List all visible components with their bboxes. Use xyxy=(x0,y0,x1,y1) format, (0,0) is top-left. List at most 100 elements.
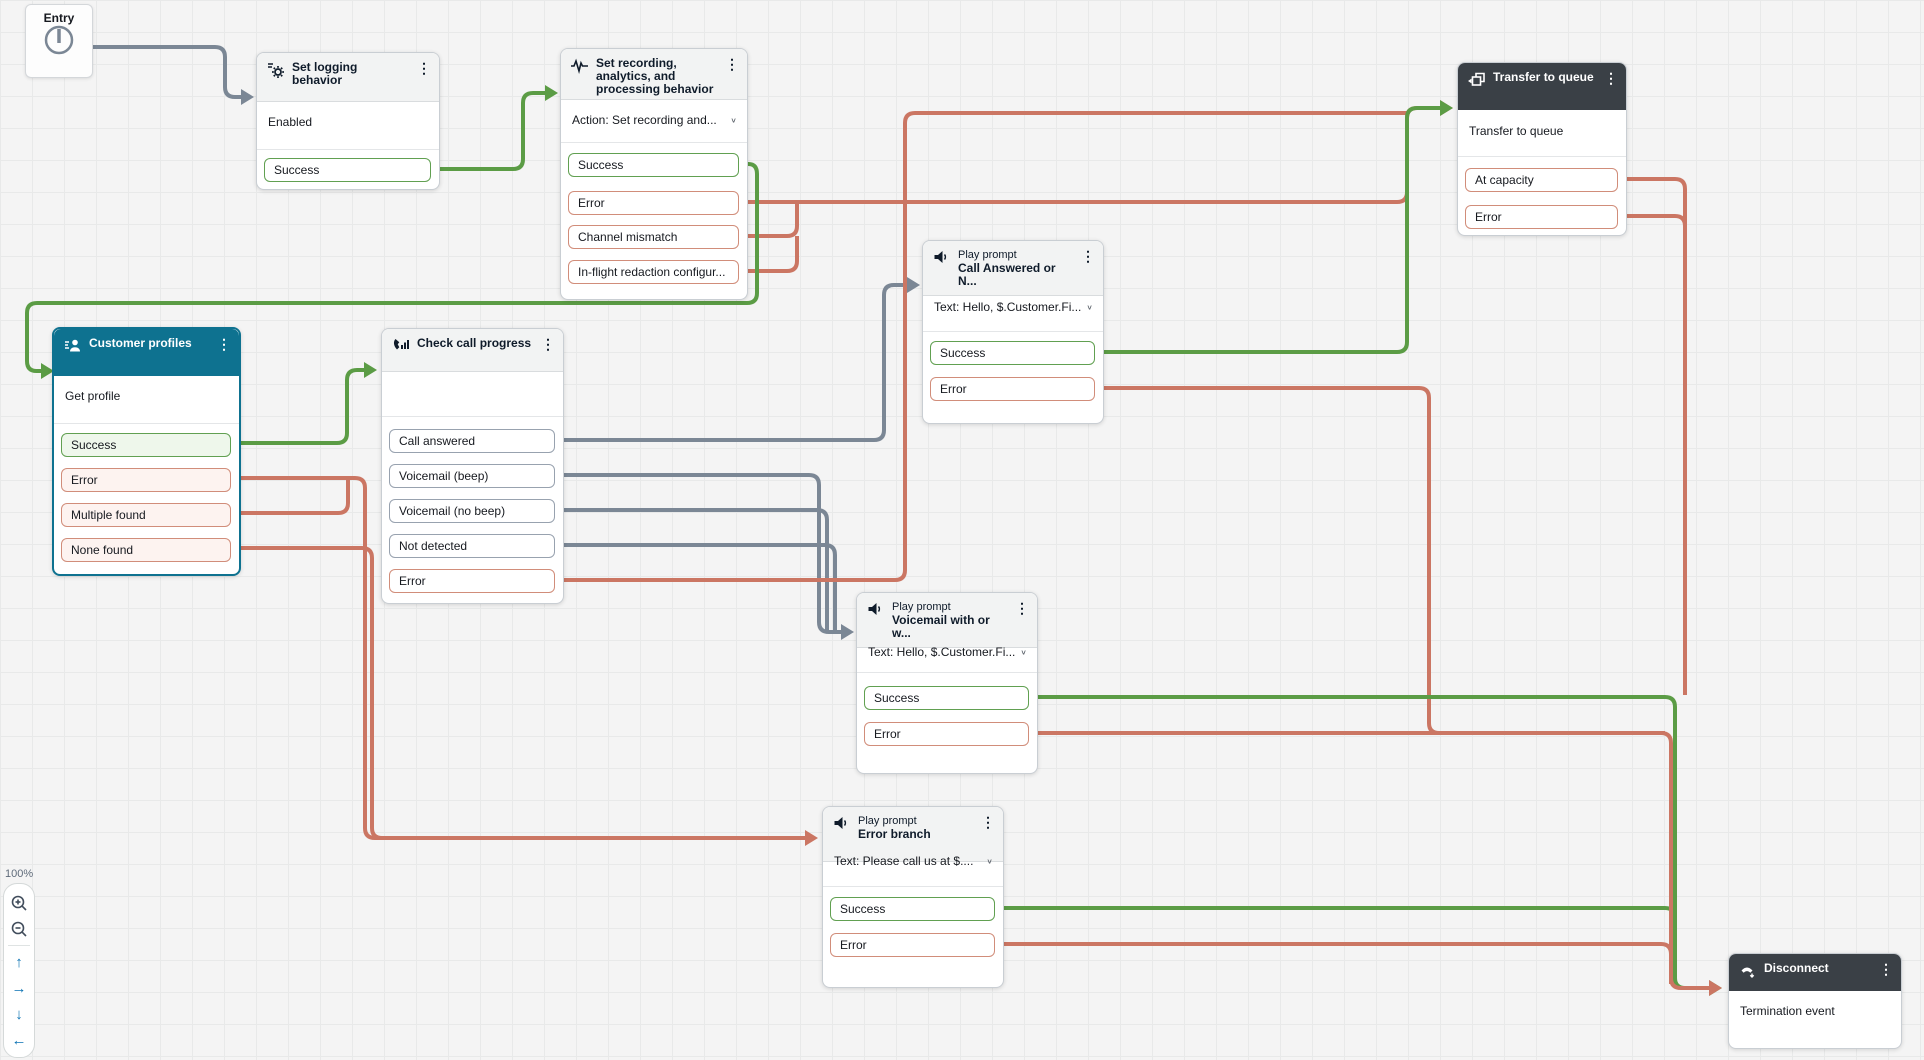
kebab-menu-icon[interactable]: ⋮ xyxy=(541,336,555,352)
kebab-menu-icon[interactable]: ⋮ xyxy=(725,56,739,72)
connector-error-branch-error-to-disconnect xyxy=(995,942,1673,984)
speaker-icon xyxy=(934,251,947,263)
output-error[interactable]: Error xyxy=(568,191,739,215)
output-at-capacity[interactable]: At capacity xyxy=(1465,168,1618,192)
output-error[interactable]: Error xyxy=(930,377,1095,401)
connector-arrowhead xyxy=(1709,980,1722,996)
output-call-answered[interactable]: Call answered xyxy=(389,429,555,453)
kebab-menu-icon[interactable]: ⋮ xyxy=(217,336,231,352)
output-success[interactable]: Success xyxy=(61,433,231,457)
node-divider xyxy=(923,331,1103,332)
zoom-out-button[interactable] xyxy=(5,916,33,942)
node-header[interactable]: Check call progress ⋮ xyxy=(382,329,563,372)
node-type-label: Play prompt xyxy=(958,249,1017,261)
zoom-in-button[interactable] xyxy=(5,890,33,916)
parameter-text: Get profile xyxy=(65,389,121,403)
output-error[interactable]: Error xyxy=(830,933,995,957)
kebab-menu-icon[interactable]: ⋮ xyxy=(981,814,995,830)
kebab-menu-icon[interactable]: ⋮ xyxy=(417,60,431,76)
node-parameter-row[interactable]: Text: Hello, $.Customer.Fi...∨ xyxy=(868,645,1027,659)
node-parameter-row: Enabled xyxy=(268,115,429,129)
parameter-text: Enabled xyxy=(268,115,313,129)
node-header[interactable]: Disconnect ⋮ xyxy=(1729,954,1901,991)
output-multiple-found[interactable]: Multiple found xyxy=(61,503,231,527)
connector-cp-error-to-error-branch xyxy=(230,476,810,840)
node-parameter-row[interactable]: Text: Hello, $.Customer.Fi...∨ xyxy=(934,300,1093,314)
kebab-menu-icon[interactable]: ⋮ xyxy=(1604,70,1618,86)
pan-up-button[interactable]: ↑ xyxy=(5,949,33,975)
entry-port-icon[interactable] xyxy=(41,25,77,61)
connector-arrowhead xyxy=(907,277,920,293)
chevron-down-icon[interactable]: ∨ xyxy=(986,856,993,865)
output-voicemail-no-beep[interactable]: Voicemail (no beep) xyxy=(389,499,555,523)
output-error[interactable]: Error xyxy=(61,468,231,492)
node-header[interactable]: Customer profiles⋮ xyxy=(54,329,239,376)
node-header[interactable]: Set logging behavior⋮ xyxy=(257,53,439,102)
output-success[interactable]: Success xyxy=(864,686,1029,710)
connector-arrowhead xyxy=(41,363,54,379)
connector-call-answered-error-to-disconnect xyxy=(1095,386,1665,735)
node-header[interactable]: Transfer to queue⋮ xyxy=(1458,63,1626,110)
output-none-found[interactable]: None found xyxy=(61,538,231,562)
output-voicemail-beep[interactable]: Voicemail (beep) xyxy=(389,464,555,488)
node-parameter-row: Transfer to queue xyxy=(1469,124,1616,138)
node-divider xyxy=(382,416,563,417)
output-success[interactable]: Success xyxy=(264,158,431,182)
node-title: Disconnect xyxy=(1764,961,1829,975)
connector-entry-to-set-logging xyxy=(71,45,246,99)
output-error[interactable]: Error xyxy=(389,569,555,593)
arrow-down-icon: ↓ xyxy=(15,1005,23,1023)
node-parameter-row[interactable]: Text: Please call us at $....∨ xyxy=(834,854,993,868)
zoom-in-icon xyxy=(11,895,27,911)
node-title: Check call progress xyxy=(417,336,532,350)
output-error[interactable]: Error xyxy=(1465,205,1618,229)
output-in-flight-redaction-configur[interactable]: In-flight redaction configur... xyxy=(568,260,739,284)
kebab-menu-icon[interactable]: ⋮ xyxy=(1015,600,1029,616)
node-divider xyxy=(823,886,1003,887)
output-channel-mismatch[interactable]: Channel mismatch xyxy=(568,225,739,249)
kebab-menu-icon[interactable]: ⋮ xyxy=(1081,248,1095,264)
output-error[interactable]: Error xyxy=(864,722,1029,746)
pan-down-button[interactable]: ↓ xyxy=(5,1001,33,1027)
node-transfer-to-queue[interactable]: Transfer to queue⋮ Transfer to queue At ca… xyxy=(1457,62,1627,236)
canvas-control-panel: ↑ → ↓ ← xyxy=(3,883,35,1058)
node-disconnect[interactable]: Disconnect⋮Termination event xyxy=(1728,953,1902,1049)
speaker-icon xyxy=(834,817,847,829)
zoom-level-label: 100% xyxy=(5,868,34,880)
node-parameter-row[interactable]: Action: Set recording and...∨ xyxy=(572,113,737,127)
arrow-left-icon: ← xyxy=(11,1031,27,1049)
node-set-recording[interactable]: Set recording, analytics, and processing… xyxy=(560,48,748,300)
output-success[interactable]: Success xyxy=(830,897,995,921)
output-success[interactable]: Success xyxy=(568,153,739,177)
kebab-menu-icon[interactable]: ⋮ xyxy=(1879,961,1893,977)
output-not-detected[interactable]: Not detected xyxy=(389,534,555,558)
output-success[interactable]: Success xyxy=(930,341,1095,365)
node-divider xyxy=(54,423,239,424)
node-header[interactable]: Set recording, analytics, and processing… xyxy=(561,49,747,100)
pan-left-button[interactable]: ← xyxy=(5,1027,33,1053)
connector-channel-mismatch-merge xyxy=(740,202,799,238)
pan-right-button[interactable]: → xyxy=(5,975,33,1001)
entry-node[interactable]: Entry xyxy=(25,4,93,78)
chevron-down-icon[interactable]: ∨ xyxy=(730,115,737,124)
connector-not-detected-to-voicemail-prompt xyxy=(554,543,837,630)
chevron-down-icon[interactable]: ∨ xyxy=(1020,647,1027,656)
arrow-up-icon: ↑ xyxy=(15,953,23,971)
connector-arrowhead xyxy=(841,624,854,640)
entry-label: Entry xyxy=(43,11,75,25)
chevron-down-icon[interactable]: ∨ xyxy=(1086,302,1093,311)
transfer-queue-icon xyxy=(1468,72,1485,86)
connector-arrowhead xyxy=(364,362,377,378)
